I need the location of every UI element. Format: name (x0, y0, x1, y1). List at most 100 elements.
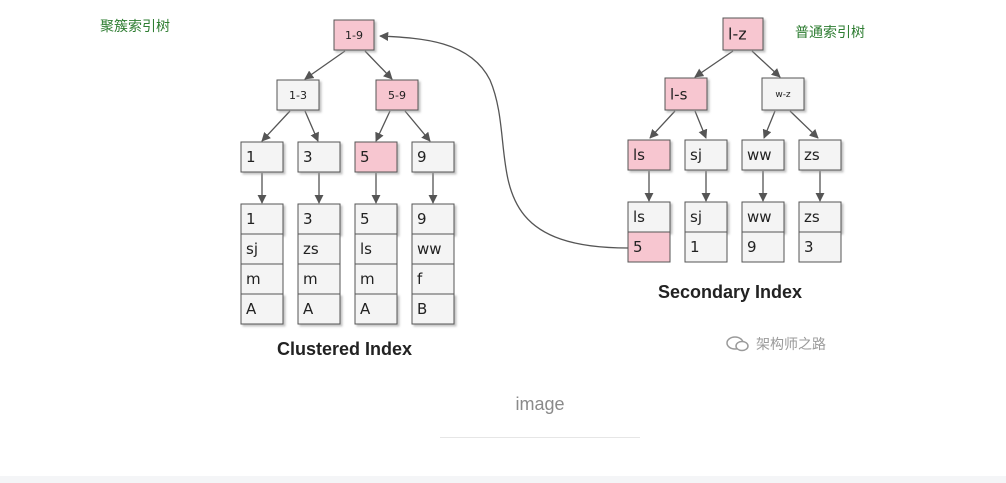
clustered-row-cell: m (297, 263, 341, 295)
clustered-row-cell-label: A (360, 300, 371, 318)
clustered-row-cell-label: sj (246, 240, 258, 258)
wechat-icon (726, 336, 749, 352)
clustered-row-cell: 1 (240, 203, 284, 235)
clustered-row-cell-label: ww (417, 240, 442, 258)
clustered-row-cell: A (240, 293, 284, 325)
secondary-entry-key-label: zs (804, 208, 820, 226)
tree-edge (364, 50, 393, 80)
clustered-row-cell: A (354, 293, 398, 325)
clustered-row-cell: m (354, 263, 398, 295)
clustered-leaf-key-label: 3 (303, 148, 313, 166)
secondary-entry-key: sj (684, 201, 728, 233)
secondary-internal-node-label: w-z (775, 90, 791, 100)
clustered-leaf-key: 9 (411, 141, 455, 173)
tree-edge (304, 50, 346, 80)
clustered-row-cell: f (411, 263, 455, 295)
secondary-entry-key: zs (798, 201, 842, 233)
secondary-leaf-key-label: sj (690, 146, 702, 164)
tree-edge (304, 110, 319, 142)
image-caption: image (515, 394, 565, 414)
clustered-row-cell: m (240, 263, 284, 295)
clustered-row-cell-label: m (360, 270, 375, 288)
secondary-internal-node-label: l-s (670, 85, 688, 103)
secondary-leaf-key: ls (627, 139, 671, 171)
tree-edge (762, 110, 776, 139)
secondary-leaf-key: zs (798, 139, 842, 171)
clustered-index-caption: Clustered Index (277, 339, 413, 359)
secondary-entry-pk: 9 (741, 231, 785, 263)
secondary-entry-key: ls (627, 201, 671, 233)
secondary-entry-pk: 5 (627, 231, 671, 263)
tree-edge (261, 110, 291, 142)
tree-edge (404, 110, 431, 142)
secondary-entry-pk-label: 1 (690, 238, 700, 256)
clustered-row-cell: B (411, 293, 455, 325)
clustered-leaf-key-label: 1 (246, 148, 256, 166)
clustered-row-cell-label: 5 (360, 210, 370, 228)
secondary-entry-key-label: ww (747, 208, 772, 226)
secondary-entry-pk: 3 (798, 231, 842, 263)
secondary-root-node-label: l-z (728, 25, 747, 44)
clustered-leaf-key-label: 5 (360, 148, 370, 166)
secondary-index-caption: Secondary Index (658, 282, 803, 302)
clustered-row-cell: A (297, 293, 341, 325)
clustered-leaf-key: 5 (354, 141, 398, 173)
secondary-entry-pk-label: 5 (633, 238, 643, 256)
clustered-tree-note: 聚簇索引树 (100, 19, 170, 35)
clustered-row-cell-label: B (417, 300, 427, 318)
clustered-row-cell-label: 9 (417, 210, 427, 228)
clustered-row-cell: 9 (411, 203, 455, 235)
clustered-leaf-key: 3 (297, 141, 341, 173)
clustered-row-cell-label: m (303, 270, 318, 288)
secondary-tree-note: 普通索引树 (795, 25, 865, 41)
clustered-row-cell-label: zs (303, 240, 319, 258)
secondary-leaf-key-label: zs (804, 146, 820, 164)
tree-edge (649, 110, 676, 139)
watermark-text: 架构师之路 (756, 337, 826, 353)
clustered-internal-node: 1-3 (276, 79, 320, 111)
tree-edge (694, 50, 734, 78)
primary-key-pointer-arrow (379, 31, 629, 249)
secondary-root-node: l-z (722, 17, 764, 51)
clustered-row-cell-label: f (417, 270, 423, 288)
clustered-row-cell-label: A (246, 300, 257, 318)
clustered-internal-node-label: 1-3 (289, 89, 307, 102)
clustered-leaf-key-label: 9 (417, 148, 427, 166)
secondary-leaf-key: sj (684, 139, 728, 171)
secondary-leaf-key-label: ww (747, 146, 772, 164)
clustered-row-cell: ww (411, 233, 455, 265)
secondary-entry-pk-label: 3 (804, 238, 814, 256)
footer-strip (0, 476, 1006, 483)
secondary-internal-node: w-z (761, 77, 805, 111)
secondary-entry-key-label: sj (690, 208, 702, 226)
watermark: 架构师之路 (726, 334, 826, 354)
clustered-row-cell-label: ls (360, 240, 372, 258)
clustered-row-cell: zs (297, 233, 341, 265)
clustered-row-cell: ls (354, 233, 398, 265)
secondary-leaf-key: ww (741, 139, 785, 171)
clustered-row-cell: sj (240, 233, 284, 265)
secondary-entry-pk: 1 (684, 231, 728, 263)
clustered-internal-node: 5-9 (375, 79, 419, 111)
clustered-leaf-key: 1 (240, 141, 284, 173)
clustered-row-cell-label: m (246, 270, 261, 288)
clustered-row-cell-label: A (303, 300, 314, 318)
secondary-internal-node: l-s (664, 77, 708, 111)
clustered-row-cell: 3 (297, 203, 341, 235)
secondary-leaf-key-label: ls (633, 146, 645, 164)
clustered-row-cell: 5 (354, 203, 398, 235)
tree-edge (375, 110, 391, 142)
secondary-entry-key-label: ls (633, 208, 645, 226)
caption-divider (440, 437, 640, 438)
clustered-internal-node-label: 5-9 (388, 89, 406, 102)
clustered-row-cell-label: 3 (303, 210, 313, 228)
clustered-root-node-label: 1-9 (345, 29, 363, 42)
clustered-row-cell-label: 1 (246, 210, 256, 228)
tree-edge (789, 110, 819, 139)
tree-edge (751, 50, 781, 78)
secondary-entry-pk-label: 9 (747, 238, 757, 256)
clustered-root-node: 1-9 (333, 19, 375, 51)
secondary-entry-key: ww (741, 201, 785, 233)
tree-edge (694, 110, 708, 139)
